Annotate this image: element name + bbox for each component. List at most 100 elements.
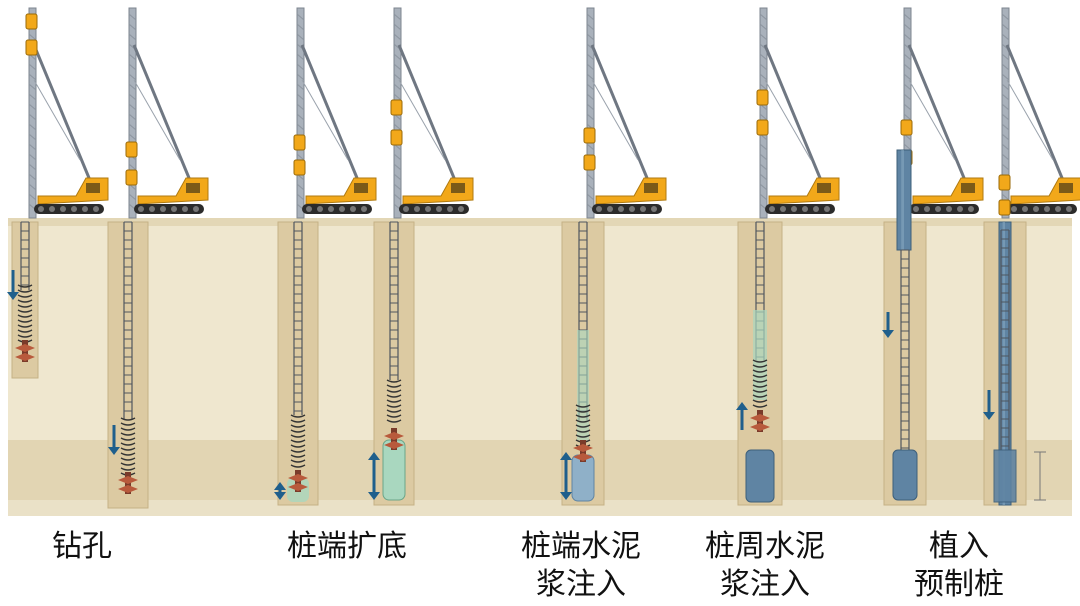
pile-driver-rig-icon bbox=[900, 7, 984, 219]
mast-lattice bbox=[1001, 33, 1010, 41]
precast-pile bbox=[896, 149, 912, 251]
auger-turn bbox=[386, 419, 402, 423]
auger-turn bbox=[120, 427, 136, 431]
bore-hole bbox=[560, 221, 605, 506]
rig-mast bbox=[128, 7, 137, 219]
track-wheel bbox=[780, 206, 786, 212]
mast-lattice bbox=[759, 183, 768, 191]
auger-turn bbox=[752, 369, 768, 373]
drill-rod bbox=[1000, 229, 1010, 450]
bit-blade bbox=[750, 423, 770, 431]
mast-lattice bbox=[296, 113, 305, 121]
mast-lattice bbox=[586, 93, 595, 101]
mast-lattice bbox=[586, 23, 595, 31]
track-wheel bbox=[968, 206, 974, 212]
auger-turn bbox=[575, 414, 591, 418]
auger-turn bbox=[17, 304, 33, 308]
track-wheel bbox=[160, 206, 166, 212]
mast-lattice bbox=[296, 123, 305, 131]
mast-lattice bbox=[759, 53, 768, 61]
track-wheel bbox=[38, 206, 44, 212]
rig-cab-window bbox=[354, 183, 368, 193]
arrow-down-icon bbox=[882, 312, 894, 338]
rig-mast bbox=[759, 7, 768, 219]
mast-lattice bbox=[903, 23, 912, 31]
auger-turn bbox=[752, 404, 768, 408]
mast-lattice bbox=[28, 183, 37, 191]
mast-cylinder bbox=[390, 99, 403, 116]
rig-cab-window bbox=[644, 183, 658, 193]
mast-lattice bbox=[1001, 103, 1010, 111]
pile-driver-rig-icon bbox=[583, 7, 667, 219]
mast-lattice bbox=[28, 163, 37, 171]
track-wheel bbox=[193, 206, 199, 212]
mast-lattice bbox=[393, 93, 402, 101]
mast-lattice bbox=[128, 113, 137, 121]
mast-lattice bbox=[1001, 143, 1010, 151]
mast-lattice bbox=[128, 23, 137, 31]
auger-spiral bbox=[752, 359, 768, 408]
pile-highlight bbox=[901, 150, 904, 250]
drill-bit-icon bbox=[384, 428, 404, 450]
arrow-head bbox=[882, 330, 894, 338]
auger-turn bbox=[120, 462, 136, 466]
track-wheel bbox=[640, 206, 646, 212]
mast-cylinder bbox=[998, 199, 1011, 216]
pile-driver-rig-icon bbox=[25, 7, 109, 219]
mast-cylinder bbox=[390, 129, 403, 146]
ground-band-bottom bbox=[8, 500, 1072, 516]
step-label-tip-grouting: 桩端水泥 浆注入 bbox=[496, 528, 666, 604]
mast-lattice bbox=[586, 53, 595, 61]
mast-lattice bbox=[128, 63, 137, 71]
auger-turn bbox=[386, 384, 402, 388]
arrow-down-icon bbox=[108, 425, 120, 455]
rig-mast bbox=[586, 7, 595, 219]
mast-lattice bbox=[28, 123, 37, 131]
drill-rod bbox=[293, 221, 303, 415]
track-wheel bbox=[769, 206, 775, 212]
track-wheel bbox=[924, 206, 930, 212]
mast-cylinder bbox=[293, 159, 306, 176]
auger-turn bbox=[290, 424, 306, 428]
auger-turn bbox=[120, 422, 136, 426]
auger-turn bbox=[17, 329, 33, 333]
auger-spiral bbox=[386, 379, 402, 423]
drill-rod bbox=[389, 221, 399, 380]
track-wheel bbox=[138, 206, 144, 212]
mast-lattice bbox=[1001, 63, 1010, 71]
mast-lattice bbox=[296, 153, 305, 161]
arrow-head bbox=[560, 452, 572, 460]
mast-lattice bbox=[903, 73, 912, 81]
mast-lattice bbox=[393, 183, 402, 191]
auger-turn bbox=[17, 324, 33, 328]
mast-cylinder bbox=[125, 141, 138, 158]
auger-spiral bbox=[120, 417, 136, 476]
rig-boom bbox=[32, 44, 96, 191]
mast-lattice bbox=[586, 183, 595, 191]
auger-turn bbox=[120, 447, 136, 451]
mast-cylinder bbox=[756, 89, 769, 106]
rig-boom bbox=[763, 44, 827, 191]
auger-turn bbox=[290, 429, 306, 433]
track-wheel bbox=[149, 206, 155, 212]
mast-lattice bbox=[393, 153, 402, 161]
mast-lattice bbox=[759, 153, 768, 161]
mast-lattice bbox=[393, 23, 402, 31]
arrow-head bbox=[736, 402, 748, 410]
mast-lattice bbox=[128, 13, 137, 21]
rig-mast bbox=[28, 7, 37, 219]
mast-lattice bbox=[586, 73, 595, 81]
auger-turn bbox=[120, 457, 136, 461]
arrow-up-icon bbox=[736, 402, 748, 430]
mast-lattice bbox=[759, 163, 768, 171]
mast-lattice bbox=[1001, 83, 1010, 91]
drill-bit-icon bbox=[118, 472, 138, 494]
grout-filled-base bbox=[892, 449, 918, 501]
track-wheel bbox=[791, 206, 797, 212]
auger-turn bbox=[17, 334, 33, 338]
track-wheel bbox=[339, 206, 345, 212]
bit-blade bbox=[573, 444, 593, 452]
mast-cylinder bbox=[25, 13, 38, 30]
mast-lattice bbox=[296, 83, 305, 91]
mast-lattice bbox=[903, 93, 912, 101]
